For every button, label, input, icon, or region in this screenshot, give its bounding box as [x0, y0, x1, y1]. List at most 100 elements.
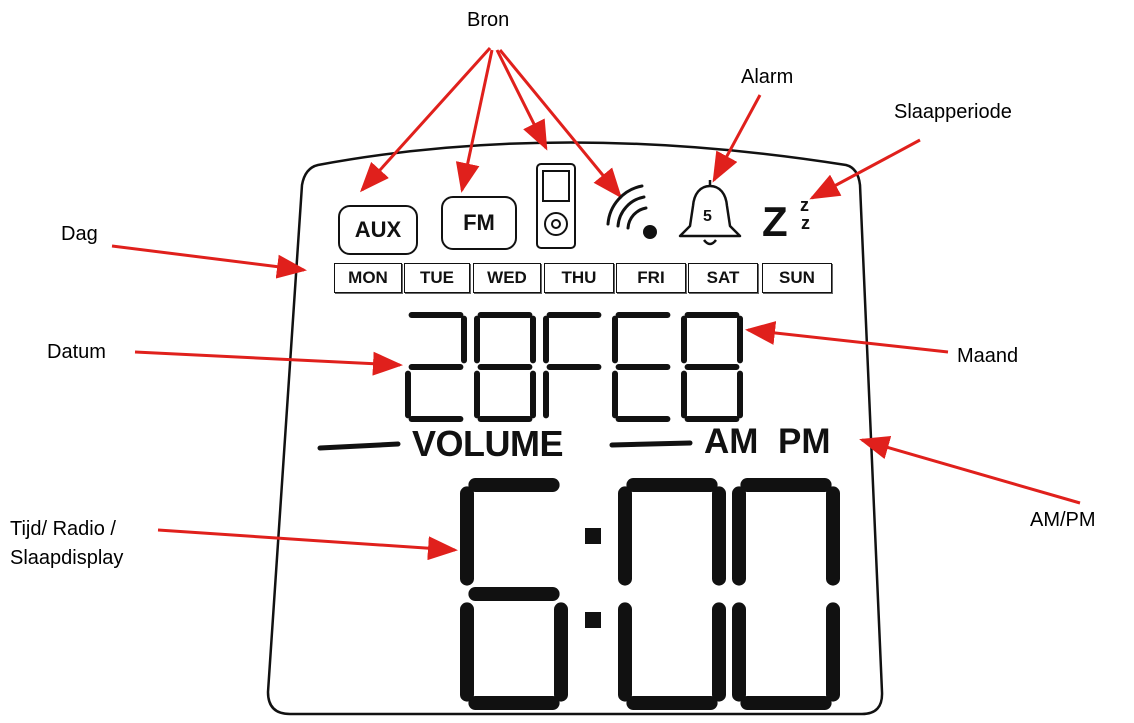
label-tijd-line1: Tijd/ Radio /: [10, 518, 116, 540]
segment-f: [732, 486, 746, 586]
arrow-bron-wireless: [498, 49, 622, 199]
label-alarm: Alarm: [741, 66, 794, 88]
segment-e: [681, 370, 687, 419]
segment-b: [461, 315, 467, 364]
segment-a: [546, 312, 602, 318]
segment-g: [408, 364, 464, 370]
segment-b: [530, 315, 536, 364]
segment-a: [408, 312, 464, 318]
arrow-maand: [745, 321, 949, 354]
segment-f: [543, 315, 549, 364]
segment-d: [477, 416, 533, 422]
sleep-z-small-1: z: [800, 195, 809, 215]
volume-dash-right: [609, 440, 693, 448]
segment-c: [554, 602, 568, 702]
callout-arrows: [111, 46, 1081, 561]
segment-g: [468, 587, 560, 601]
segment-d: [408, 416, 464, 422]
day-fri: FRI: [616, 263, 686, 293]
label-tijd-line2: Slaapdisplay: [10, 547, 124, 569]
label-slaapperiode: Slaapperiode: [894, 101, 1012, 123]
arrow-datum: [134, 350, 403, 376]
label-bron: Bron: [467, 9, 510, 31]
sleep-z-small-2: z: [801, 213, 810, 233]
arrow-tijd: [157, 528, 458, 561]
segment-e: [618, 602, 632, 702]
time-colon-top: [585, 528, 601, 544]
label-dag: Dag: [61, 223, 98, 245]
segment-e: [460, 602, 474, 702]
aux-indicator: AUX: [338, 205, 418, 255]
day-wed: WED: [473, 263, 541, 293]
segment-d: [468, 696, 560, 710]
time-colon-bottom: [585, 612, 601, 628]
sleep-z-big: Z: [762, 198, 788, 245]
day-mon: MON: [334, 263, 402, 293]
segment-a: [468, 478, 560, 492]
label-datum: Datum: [47, 341, 106, 363]
fm-indicator: FM: [441, 196, 517, 250]
time-digits: [460, 478, 840, 710]
segment-e: [543, 370, 549, 419]
arrow-alarm: [712, 94, 762, 183]
segment-g: [615, 364, 671, 370]
segment-char-date-3: [612, 312, 671, 422]
segment-c: [530, 370, 536, 419]
segment-b: [737, 315, 743, 364]
segment-a: [626, 478, 718, 492]
segment-a: [684, 312, 740, 318]
segment-a: [740, 478, 832, 492]
day-sat: SAT: [688, 263, 758, 293]
segment-f: [474, 315, 480, 364]
segment-char-date-4: [681, 312, 743, 422]
segment-e: [474, 370, 480, 419]
volume-label: VOLUME: [412, 423, 564, 464]
day-tue: TUE: [404, 263, 470, 293]
segment-d: [740, 696, 832, 710]
segment-e: [612, 370, 618, 419]
segment-f: [612, 315, 618, 364]
segment-d: [626, 696, 718, 710]
arrow-bron-aux: [359, 46, 492, 193]
day-sun: SUN: [762, 263, 832, 293]
segment-f: [681, 315, 687, 364]
segment-char-date-2: [543, 312, 602, 419]
wireless-icon: [606, 184, 657, 239]
arrow-ampm: [859, 435, 1081, 505]
segment-char-time-1: [618, 478, 726, 710]
segment-e: [405, 370, 411, 419]
arrow-dag: [111, 244, 307, 279]
segment-d: [684, 416, 740, 422]
segment-char-date-0: [405, 312, 467, 422]
label-maand: Maand: [957, 345, 1019, 367]
am-indicator: AM: [704, 422, 759, 461]
segment-f: [618, 486, 632, 586]
media-player-icon: [536, 163, 576, 249]
arrow-bron-player: [495, 49, 548, 151]
segment-e: [732, 602, 746, 702]
segment-c: [712, 602, 726, 702]
alarm-bell-icon: [678, 180, 742, 246]
segment-g: [477, 364, 533, 370]
segment-f: [460, 486, 474, 586]
segment-b: [712, 486, 726, 586]
segment-g: [684, 364, 740, 370]
segment-b: [826, 486, 840, 586]
volume-dash-left: [317, 441, 401, 451]
segment-char-time-0: [460, 478, 568, 710]
segment-char-time-2: [732, 478, 840, 710]
day-thu: THU: [544, 263, 614, 293]
segment-d: [615, 416, 671, 422]
date-digits: [405, 312, 743, 422]
arrow-bron-fm: [455, 49, 494, 193]
pm-indicator: PM: [778, 422, 831, 461]
alarm-number: 5: [703, 208, 712, 225]
arrow-slaapperiode: [809, 138, 921, 200]
segment-char-date-1: [474, 312, 536, 422]
segment-c: [826, 602, 840, 702]
segment-a: [477, 312, 533, 318]
label-ampm: AM/PM: [1030, 509, 1096, 531]
segment-g: [546, 364, 602, 370]
segment-a: [615, 312, 671, 318]
